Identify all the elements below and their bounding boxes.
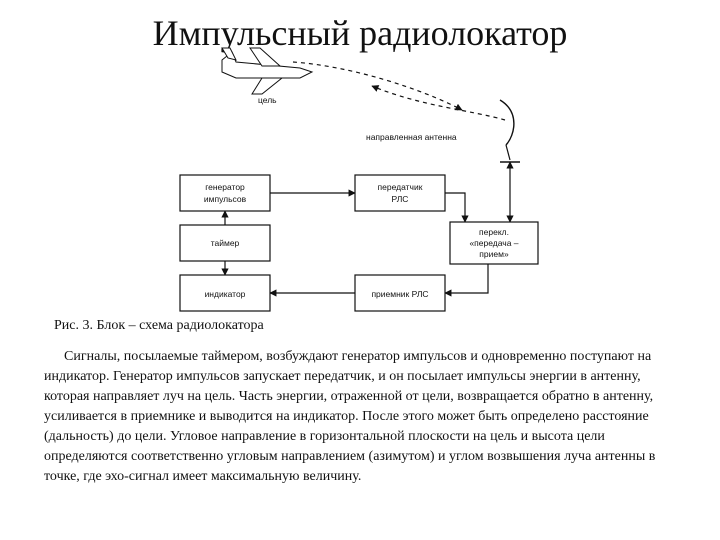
svg-text:индикатор: индикатор xyxy=(205,289,246,299)
svg-text:перекл.: перекл. xyxy=(479,227,509,237)
figure-caption: Рис. 3. Блок – схема радиолокатора xyxy=(54,318,264,333)
return-beam-arrow xyxy=(292,61,463,111)
svg-text:РЛС: РЛС xyxy=(392,194,409,204)
target-label: цель xyxy=(258,95,277,105)
outgoing-beam-arrow xyxy=(371,85,506,121)
description-paragraph: Сигналы, посылаемые таймером, возбуждают… xyxy=(44,349,656,484)
receiver-block: приемник РЛС xyxy=(354,274,446,312)
svg-text:передатчик: передатчик xyxy=(378,182,423,192)
antenna-stem xyxy=(505,144,511,161)
transmitter-to-switch-arrow xyxy=(445,192,469,223)
svg-text:«передача –: «передача – xyxy=(469,238,518,248)
svg-text:таймер: таймер xyxy=(211,238,240,248)
transmitter-block: передатчик РЛС xyxy=(354,174,446,212)
timer-block: таймер xyxy=(179,224,271,262)
switch-to-receiver-arrow xyxy=(444,264,489,297)
antenna-dish-icon xyxy=(499,99,515,146)
indicator-block: индикатор xyxy=(179,274,271,312)
svg-text:приемник РЛС: приемник РЛС xyxy=(371,289,428,299)
generator-block: генератор импульсов xyxy=(179,174,271,212)
svg-text:прием»: прием» xyxy=(479,249,509,259)
antenna-label: направленная антенна xyxy=(366,132,457,142)
svg-text:импульсов: импульсов xyxy=(204,194,247,204)
svg-text:генератор: генератор xyxy=(205,182,245,192)
page-title: Импульсный радиолокатор xyxy=(152,13,568,53)
switch-block: перекл. «передача – прием» xyxy=(449,221,539,265)
airplane-icon xyxy=(221,47,314,95)
